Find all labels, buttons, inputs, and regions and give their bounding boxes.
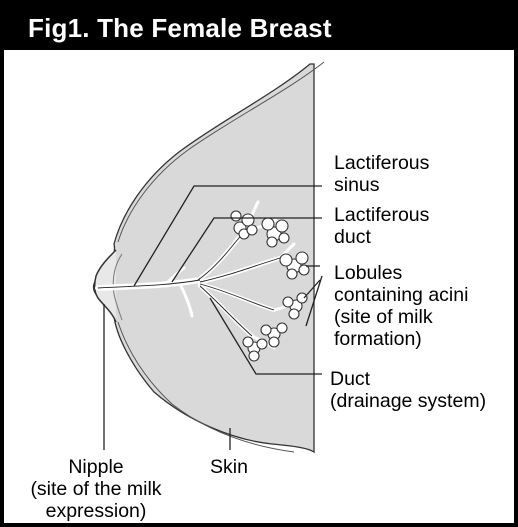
label-lactiferous-duct: Lactiferous duct <box>334 204 429 248</box>
label-nipple: Nipple (site of the milk expression) <box>8 456 184 522</box>
label-lobules: Lobules containing acini (site of milk f… <box>334 262 468 350</box>
label-lactiferous-sinus: Lactiferous sinus <box>334 152 429 196</box>
label-duct: Duct (drainage system) <box>330 368 486 412</box>
label-skin: Skin <box>210 456 248 478</box>
